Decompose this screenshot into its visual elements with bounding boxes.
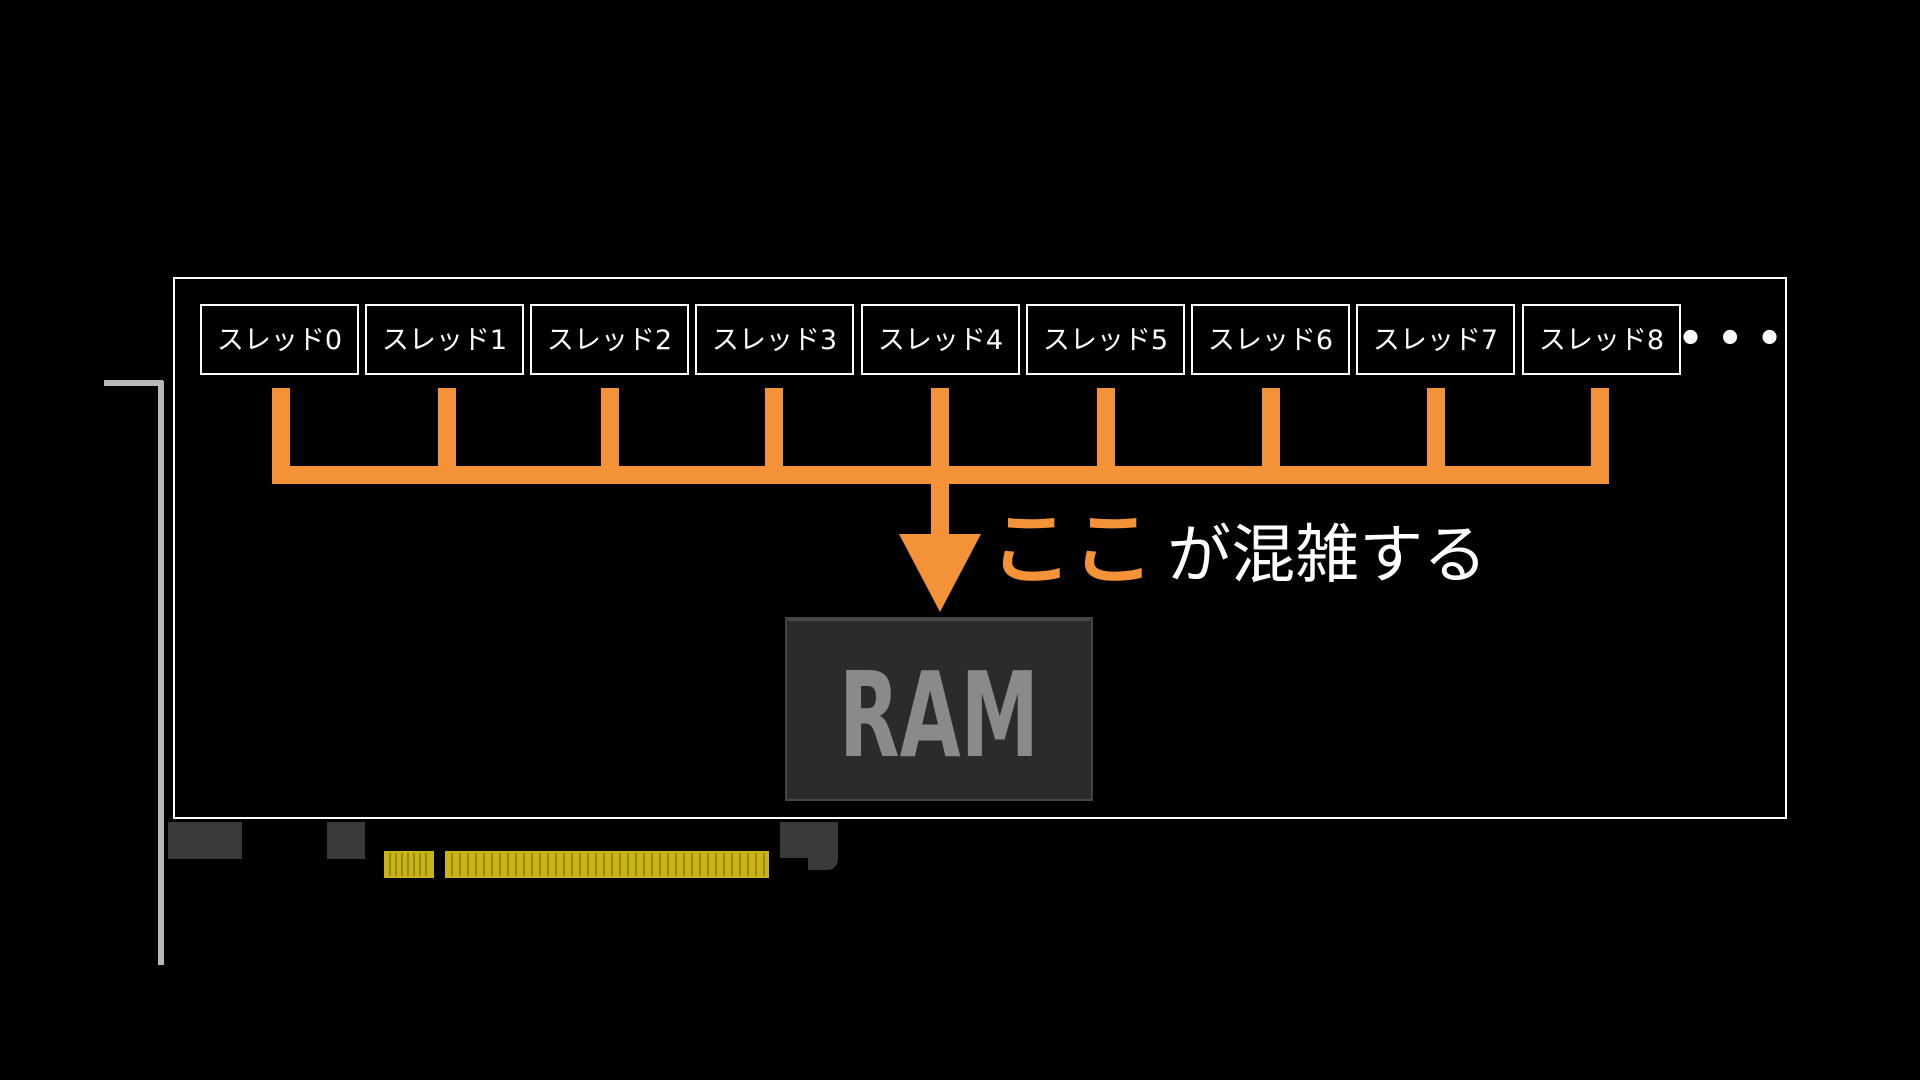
connector-stub-mid (327, 822, 365, 859)
thread-label: スレッド2 (547, 325, 672, 356)
bus-drop (601, 388, 619, 484)
pcie-contacts-long (445, 851, 769, 878)
bus-down-shaft (931, 484, 949, 536)
thread-label: スレッド8 (1539, 325, 1664, 356)
thread-row: スレッド0 スレッド1 スレッド2 スレッド3 スレッド4 スレッド5 スレッド… (200, 304, 1783, 375)
thread-box: スレッド3 (695, 304, 854, 375)
thread-box: スレッド1 (365, 304, 524, 375)
bus-drop (438, 388, 456, 484)
thread-label: スレッド7 (1373, 325, 1498, 356)
thread-label: スレッド1 (382, 325, 507, 356)
bus-drop (1097, 388, 1115, 484)
shared-bus (272, 388, 1609, 612)
connector-stub-left (168, 822, 242, 859)
bus-arrow-head (899, 534, 981, 612)
thread-label: スレッド6 (1208, 325, 1333, 356)
thread-box: スレッド7 (1356, 304, 1515, 375)
thread-label: スレッド4 (878, 325, 1003, 356)
bus-drop (1591, 388, 1609, 484)
pcie-bracket (104, 380, 164, 965)
thread-box: スレッド0 (200, 304, 359, 375)
bus-horizontal (272, 466, 1609, 484)
thread-box: スレッド8 (1522, 304, 1681, 375)
pcie-connector (168, 822, 838, 878)
callout-rest: が混雑する (1167, 519, 1487, 593)
bus-drop (931, 388, 949, 484)
pcie-contact-ridges (389, 853, 765, 876)
thread-label: スレッド5 (1043, 325, 1168, 356)
thread-box: スレッド2 (530, 304, 689, 375)
bus-drop (1262, 388, 1280, 484)
congestion-callout: ここ が混雑する (990, 502, 1487, 597)
thread-label: スレッド3 (712, 325, 837, 356)
thread-box: スレッド4 (861, 304, 1020, 375)
callout-emphasis: ここ (990, 502, 1154, 597)
connector-body (365, 822, 838, 870)
thread-box: スレッド5 (1026, 304, 1185, 375)
ram-label: RAM (839, 646, 1039, 784)
bus-drop (1427, 388, 1445, 484)
bus-drop (765, 388, 783, 484)
more-threads-ellipsis: • • • (1678, 316, 1783, 362)
thread-box: スレッド6 (1191, 304, 1350, 375)
bus-drop (272, 388, 290, 484)
ram-chip: RAM (785, 617, 1093, 801)
thread-label: スレッド0 (217, 325, 342, 356)
